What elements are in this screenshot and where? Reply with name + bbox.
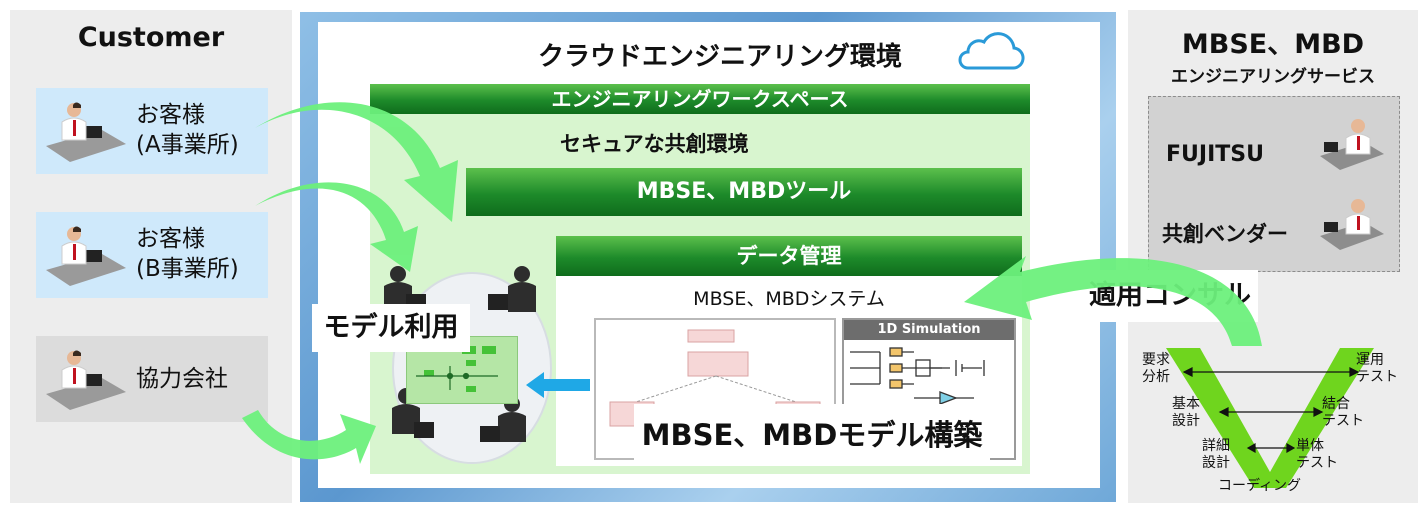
left-arrow-icon xyxy=(526,372,590,398)
service-subtitle: エンジニアリングサービス xyxy=(1171,67,1375,87)
v-right-unit-test: 単体 テスト xyxy=(1296,438,1338,471)
v-left-requirements: 要求 分析 xyxy=(1142,352,1170,385)
person-icon xyxy=(1320,119,1384,170)
service-title: MBSE、MBD xyxy=(1181,29,1365,60)
cloud-title: クラウドエンジニアリング環境 xyxy=(537,42,902,72)
person-icon xyxy=(46,102,126,162)
person-icon xyxy=(1320,199,1384,250)
model-build-label: MBSE、MBDモデル構築 xyxy=(634,404,990,466)
simulation-diagram xyxy=(850,347,985,405)
partner-box: 協力会社 xyxy=(36,336,268,422)
arrow-consult-to-system-icon xyxy=(964,256,1262,346)
customer-box-b: お客様 (B事業所) xyxy=(36,212,268,298)
arrow-b-to-circle-icon xyxy=(255,182,418,272)
customer-box-a: お客様 (A事業所) xyxy=(36,88,268,174)
model-use-label: モデル利用 xyxy=(312,304,470,352)
secure-title: セキュアな共創環境 xyxy=(560,132,749,156)
v-right-operation-test: 運用 テスト xyxy=(1356,352,1398,385)
provider-vendor: 共創ベンダー xyxy=(1162,222,1288,246)
customer-box-label: お客様 (B事業所) xyxy=(136,226,239,282)
tools-bar: MBSE、MBDツール xyxy=(466,168,1022,216)
v-right-integration-test: 結合 テスト xyxy=(1322,396,1364,429)
arrow-a-to-workspace-icon xyxy=(255,102,458,222)
arrow-partner-to-circle-icon xyxy=(242,410,376,464)
provider-fujitsu: FUJITSU xyxy=(1166,142,1264,167)
v-bottom-coding: コーディング xyxy=(1218,478,1302,494)
person-icon xyxy=(46,350,126,410)
v-model-diagram xyxy=(1166,348,1374,488)
data-management-bar: データ管理 xyxy=(556,236,1022,276)
workspace-title-bar: エンジニアリングワークスペース xyxy=(370,84,1030,114)
customer-box-label: お客様 (A事業所) xyxy=(136,102,239,158)
person-icon xyxy=(46,226,126,286)
system-title: MBSE、MBDシステム xyxy=(693,288,885,310)
partner-box-label: 協力会社 xyxy=(136,366,228,392)
cloud-icon xyxy=(958,32,1025,70)
v-left-detail-design: 詳細 設計 xyxy=(1202,438,1230,471)
simulation-title: 1D Simulation xyxy=(844,320,1014,340)
customer-title: Customer xyxy=(77,22,225,53)
v-left-basic-design: 基本 設計 xyxy=(1172,396,1200,429)
